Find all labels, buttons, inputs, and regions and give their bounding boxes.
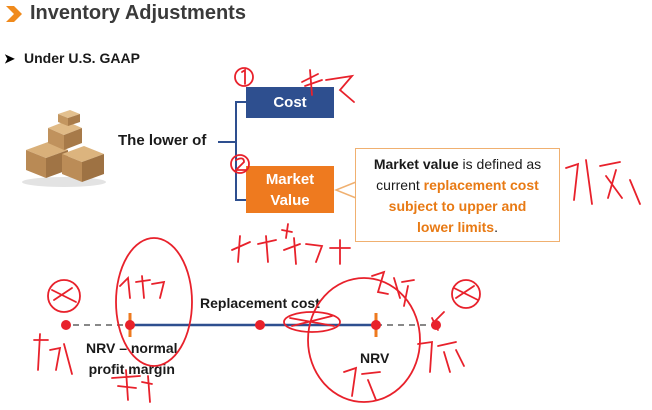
handwritten-annotations [0, 0, 652, 410]
